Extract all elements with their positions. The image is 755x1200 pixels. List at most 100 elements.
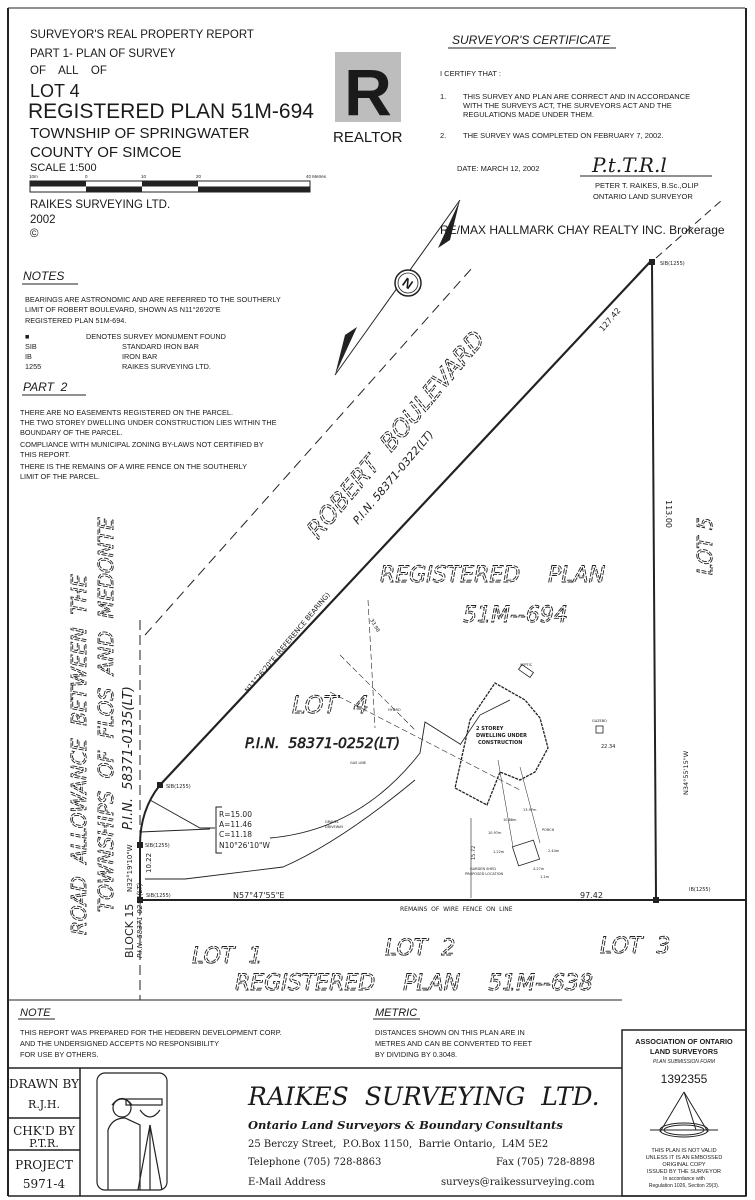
notes-legend-1-key-text: SIB xyxy=(25,342,37,351)
plan-lot3-text: LOT 3 xyxy=(600,934,670,959)
title-block-phone-text: Telephone (705) 728-8863 xyxy=(248,1157,381,1168)
watermark-realtor-text: REALTOR xyxy=(333,129,403,146)
plan-features-hydro-text: HYDRO xyxy=(388,708,401,712)
header-line1-text: SURVEYOR'S REAL PROPERTY REPORT xyxy=(30,29,254,41)
plan-features-porch-text: PORCH xyxy=(542,828,555,832)
plan-reg-plan-text: REGISTERED PLAN xyxy=(380,563,605,588)
title-block-project-label-text: PROJECT xyxy=(15,1158,73,1172)
plan-labels: ROBERT BOULEVARD P.I.N. 58371-0322(LT) 1… xyxy=(67,261,718,996)
note-lines-2-text: FOR USE BY OTHERS. xyxy=(20,1050,99,1059)
street-name: ROBERT BOULEVARD xyxy=(301,325,491,543)
notes-legend-3-key-text: 1255 xyxy=(25,362,41,371)
plan-features-d4-text: 13.97m xyxy=(523,808,537,812)
survey-monuments xyxy=(137,259,659,903)
header-scale-ticks-2-text: 10 xyxy=(141,174,147,179)
notes-legend-2-key-text: IB xyxy=(25,352,32,361)
header-company-text: RAIKES SURVEYING LTD. xyxy=(30,199,170,211)
plan-lot4-text: LOT 4 xyxy=(292,691,369,719)
surveyor-certificate: SURVEYOR'S CERTIFICATE I CERTIFY THAT : … xyxy=(440,33,712,201)
metric-title-text: METRIC xyxy=(375,1007,417,1019)
certificate-name-text: PETER T. RAIKES, B.Sc.,OLIP xyxy=(595,181,699,190)
aols-valid-4-text: In accordance with xyxy=(663,1176,705,1182)
notes-section: NOTES BEARINGS ARE ASTRONOMIC AND ARE RE… xyxy=(20,269,281,481)
plan-block-text: BLOCK 15 xyxy=(123,904,136,958)
notes-legend-0-key-text: ■ xyxy=(25,332,29,341)
metric-lines-2-text: BY DIVIDING BY 0.3048. xyxy=(375,1050,457,1059)
plan-features-shed-0-text: GARDEN SHED xyxy=(470,867,496,871)
plan-dist-east-text: 113.00 xyxy=(664,500,673,528)
part2-lines-4-text: THIS REPORT. xyxy=(20,450,70,459)
plan-road-pin-text: P.I.N. 58371-0135(LT) xyxy=(121,686,136,830)
certificate-item1-lines-2-text: REGULATIONS MADE UNDER THEM. xyxy=(463,110,594,119)
notes-lines-1-text: LIMIT OF ROBERT BOULEVARD, SHOWN AS N11°… xyxy=(25,305,221,314)
plan-features-driveway-0-text: GRAVEL xyxy=(325,820,339,824)
plan-features-d10-text: 1.1m xyxy=(540,875,550,879)
plan-lot5-text: LOT 5 xyxy=(693,517,717,575)
plan-features-gas-text: GAS LINE xyxy=(350,761,366,765)
aols-submission-box: ASSOCIATION OF ONTARIO LAND SURVEYORS PL… xyxy=(635,1037,733,1189)
header-plan-text: REGISTERED PLAN 51M-694 xyxy=(28,100,314,123)
title-block: DRAWN BY R.J.H. CHK'D BY P.T.R. PROJECT … xyxy=(9,1072,600,1191)
notes-legend-0-value-text: DENOTES SURVEY MONUMENT FOUND xyxy=(86,332,226,341)
aols-number-text: 1392355 xyxy=(661,1072,708,1086)
plan-curve-0-text: R=15.00 xyxy=(219,810,252,819)
metric-section: METRIC DISTANCES SHOWN ON THIS PLAN ARE … xyxy=(373,1007,532,1059)
aols-title2-text: LAND SURVEYORS xyxy=(650,1047,718,1056)
sheet-border xyxy=(7,7,747,1197)
plan-monuments-0-text: SIB(1255) xyxy=(166,784,191,790)
certificate-item1-num-text: 1. xyxy=(440,92,446,101)
part2-lines-6-text: LIMIT OF THE PARCEL. xyxy=(20,472,100,481)
header-line2-text: PART 1- PLAN OF SURVEY xyxy=(30,48,176,60)
aols-valid-5-text: Regulation 1026, Section 29(3). xyxy=(649,1183,719,1189)
plan-features-d5-text: 10.88m xyxy=(503,818,517,822)
surveyor-logo-icon xyxy=(96,1072,168,1191)
notes-lines-0-text: BEARINGS ARE ASTRONOMIC AND ARE REFERRED… xyxy=(25,295,281,304)
plan-features-d1-text: 33.98 xyxy=(368,618,380,633)
notes-legend-1-value-text: STANDARD IRON BAR xyxy=(122,342,199,351)
plan-features-d7-text: 1.22m xyxy=(493,850,505,854)
plan-dist-south-text: 97.42 xyxy=(580,891,603,900)
plan-lot2-text: LOT 2 xyxy=(385,936,455,961)
header-copyright-text: © xyxy=(30,228,39,240)
header-county-text: COUNTY OF SIMCOE xyxy=(30,144,181,161)
note-title-text: NOTE xyxy=(20,1007,51,1019)
title-block-email-label-text: E-Mail Address xyxy=(248,1177,326,1188)
part2-title-text: PART 2 xyxy=(23,380,68,394)
note-lines-0-text: THIS REPORT WAS PREPARED FOR THE HEDBERN… xyxy=(20,1028,282,1037)
realtor-watermark-logo: R REALTOR xyxy=(333,52,403,146)
header-township-text: TOWNSHIP OF SPRINGWATER xyxy=(30,125,250,142)
plan-road2-text: TOWNSHIPS OF FLOS AND MEDONTE xyxy=(94,517,118,912)
title-block-checked-label-text: CHK'D BY xyxy=(13,1124,76,1138)
part2-lines-1-text: THE TWO STOREY DWELLING UNDER CONSTRUCTI… xyxy=(20,418,277,427)
plan-monuments-2-text: SIB(1255) xyxy=(146,893,171,899)
plan-curve-1-text: A=11.46 xyxy=(219,820,252,829)
plan-bearing-ref-text: N11°26'20"E (REFERENCE BEARING) xyxy=(243,591,332,694)
email-address: surveys@raikessurveying.com xyxy=(441,1177,595,1188)
plan-dist-north-text: 127.42 xyxy=(598,306,623,333)
plan-features-dwelling-1-text: DWELLING UNDER xyxy=(476,733,527,739)
header-scale-ticks-4-text: 40 Metres xyxy=(306,174,327,179)
plan-bearing-east-text: N34°55'15"W xyxy=(682,750,690,795)
aols-valid-3-text: ISSUED BY THE SURVEYOR xyxy=(647,1169,721,1175)
header-scale-ticks-1-text: 0 xyxy=(85,174,88,179)
title-block-address-text: 25 Berczy Street, P.O.Box 1150, Barrie O… xyxy=(248,1139,548,1150)
notes-title-text: NOTES xyxy=(23,269,64,283)
certificate-date-text: DATE: MARCH 12, 2002 xyxy=(457,164,539,173)
report-header: SURVEYOR'S REAL PROPERTY REPORT PART 1- … xyxy=(28,29,327,240)
header-scale-ticks-3-text: 20 xyxy=(196,174,202,179)
plan-reg-plan-south-text: REGISTERED PLAN 51M--638 xyxy=(235,971,593,996)
plan-block-pin-text: P.I.N. 58371-0243(LT) xyxy=(136,883,144,958)
plan-lot1-text: LOT 1 xyxy=(192,944,262,969)
parcel-boundary xyxy=(8,199,745,1001)
aols-form-text: PLAN SUBMISSION FORM xyxy=(653,1059,716,1065)
aols-seal-icon xyxy=(650,1091,718,1138)
aols-valid-2-text: ORIGINAL COPY xyxy=(662,1162,706,1168)
signature: P.t.T.R.l xyxy=(591,153,667,177)
plan-features-dwelling-0-text: 2 STOREY xyxy=(476,726,504,732)
plan-features-shed-1-text: PROPOSED LOCATION xyxy=(465,872,503,876)
plan-bearing-south-text: N57°47'55"E xyxy=(233,891,284,900)
aols-valid-0-text: THIS PLAN IS NOT VALID xyxy=(651,1148,716,1154)
header-lot-text: LOT 4 xyxy=(30,81,80,101)
aols-valid-1-text: UNLESS IT IS AN EMBOSSED xyxy=(646,1155,723,1161)
plan-monuments-3-text: SIB(1255) xyxy=(660,261,685,267)
